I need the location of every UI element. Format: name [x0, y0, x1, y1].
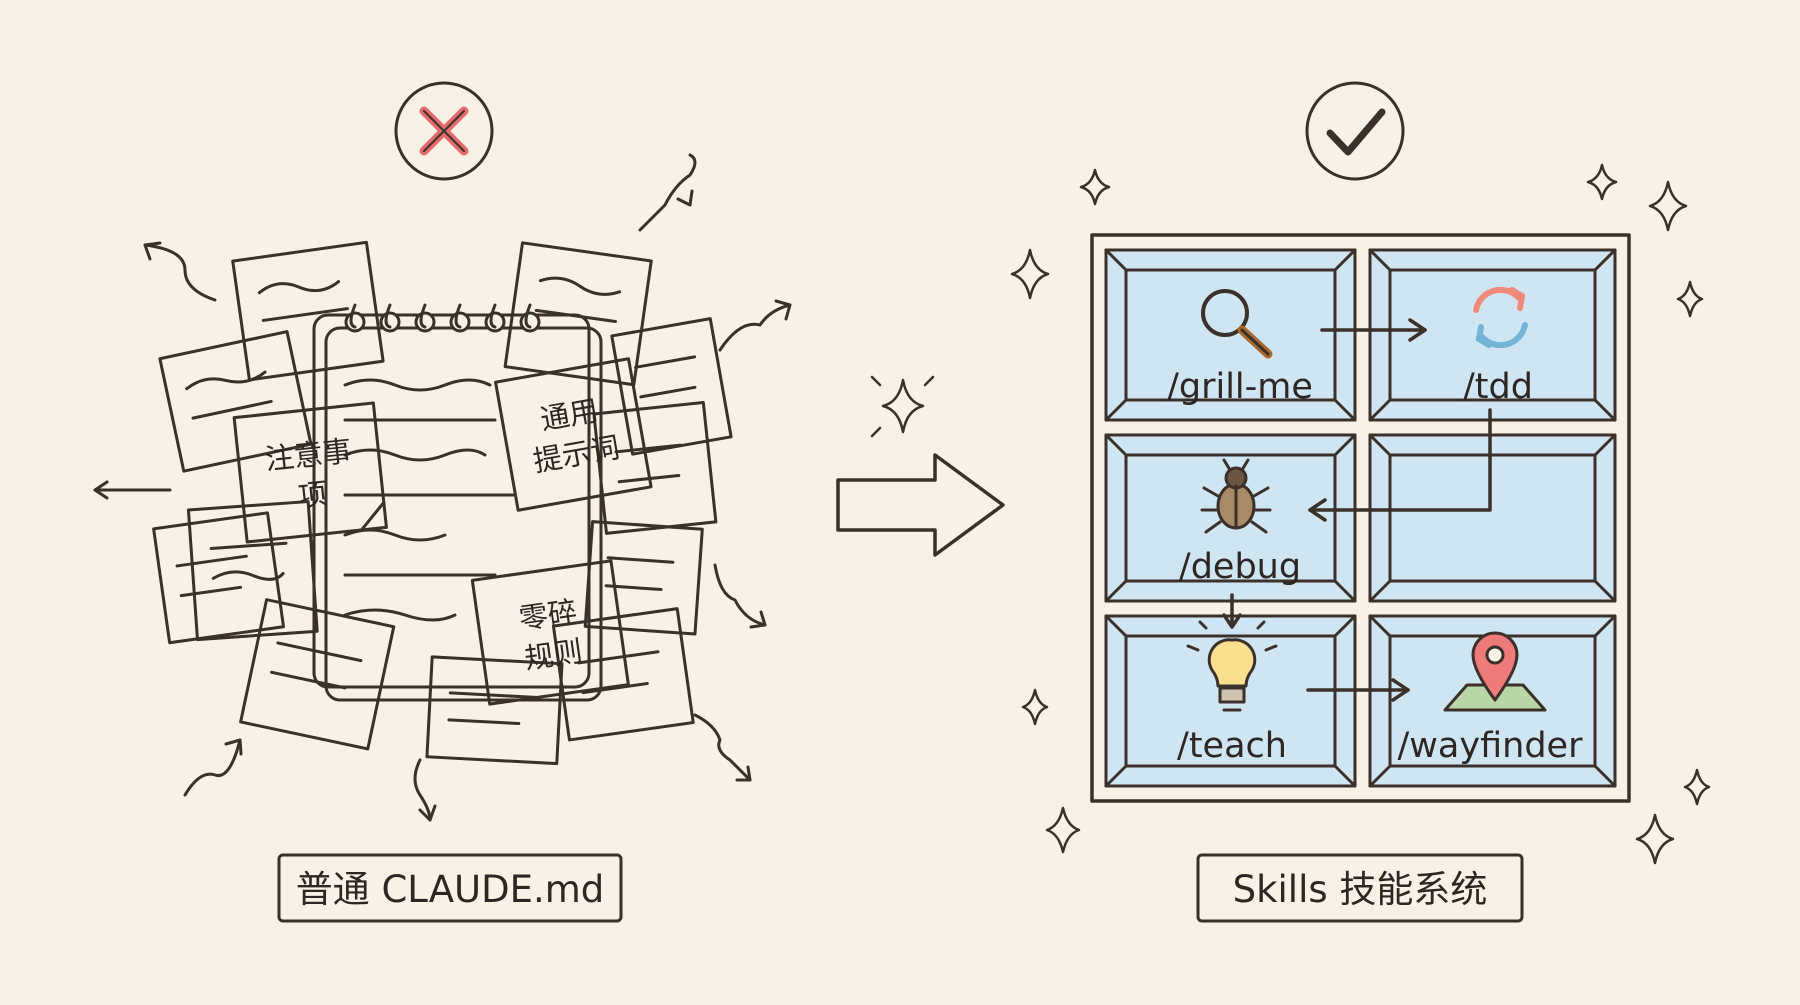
- skill-cell-wayfinder: /wayfinder: [1398, 631, 1584, 766]
- sparkle-icons: [1010, 163, 1711, 865]
- skill-cell-teach: /teach: [1177, 616, 1287, 766]
- note-text-line2: 项: [296, 476, 328, 513]
- lightbulb-icon: [1186, 616, 1278, 712]
- map-pin-icon: [1443, 631, 1547, 712]
- chaos-arrows: [93, 153, 792, 822]
- spiral-binding: [344, 303, 541, 333]
- skill-cell-grill-me: /grill-me: [1167, 289, 1313, 407]
- notepad: [312, 303, 603, 702]
- right-caption: Skills 技能系统: [1196, 853, 1524, 923]
- skill-label-wayfinder: /wayfinder: [1398, 726, 1584, 766]
- caption-skills-system: Skills 技能系统: [1233, 868, 1488, 911]
- sticky-note-prompts: 通用 提示词: [494, 357, 653, 512]
- caption-claude-md: 普通 CLAUDE.md: [296, 868, 605, 911]
- skills-grid: [1090, 233, 1631, 803]
- refresh-cycle-icon: [1473, 286, 1528, 349]
- left-caption: 普通 CLAUDE.md: [277, 853, 623, 923]
- skill-label-debug: /debug: [1179, 547, 1301, 587]
- x-mark-icon: [394, 81, 494, 181]
- bug-icon: [1200, 458, 1272, 534]
- skill-label-tdd: /tdd: [1463, 367, 1533, 407]
- note-text-line1: 通用: [538, 393, 601, 437]
- note-text-line1: 注意事: [263, 434, 353, 477]
- skill-cell-debug: /debug: [1179, 458, 1301, 587]
- skill-label-teach: /teach: [1177, 726, 1287, 766]
- note-text-line2: 规则: [522, 634, 584, 676]
- skill-label-grill-me: /grill-me: [1167, 367, 1313, 407]
- check-mark-icon: [1305, 81, 1405, 181]
- note-text-line2: 提示词: [531, 430, 623, 479]
- note-text-line1: 零碎: [517, 594, 579, 636]
- arrow-right-icon: [836, 375, 1005, 557]
- flow-arrows: [1222, 318, 1492, 702]
- skill-cell-tdd: /tdd: [1463, 286, 1533, 407]
- scattered-sticky-notes: [152, 240, 733, 766]
- magnifier-icon: [1201, 289, 1273, 359]
- sticky-note-rules: 零碎 规则: [470, 559, 630, 706]
